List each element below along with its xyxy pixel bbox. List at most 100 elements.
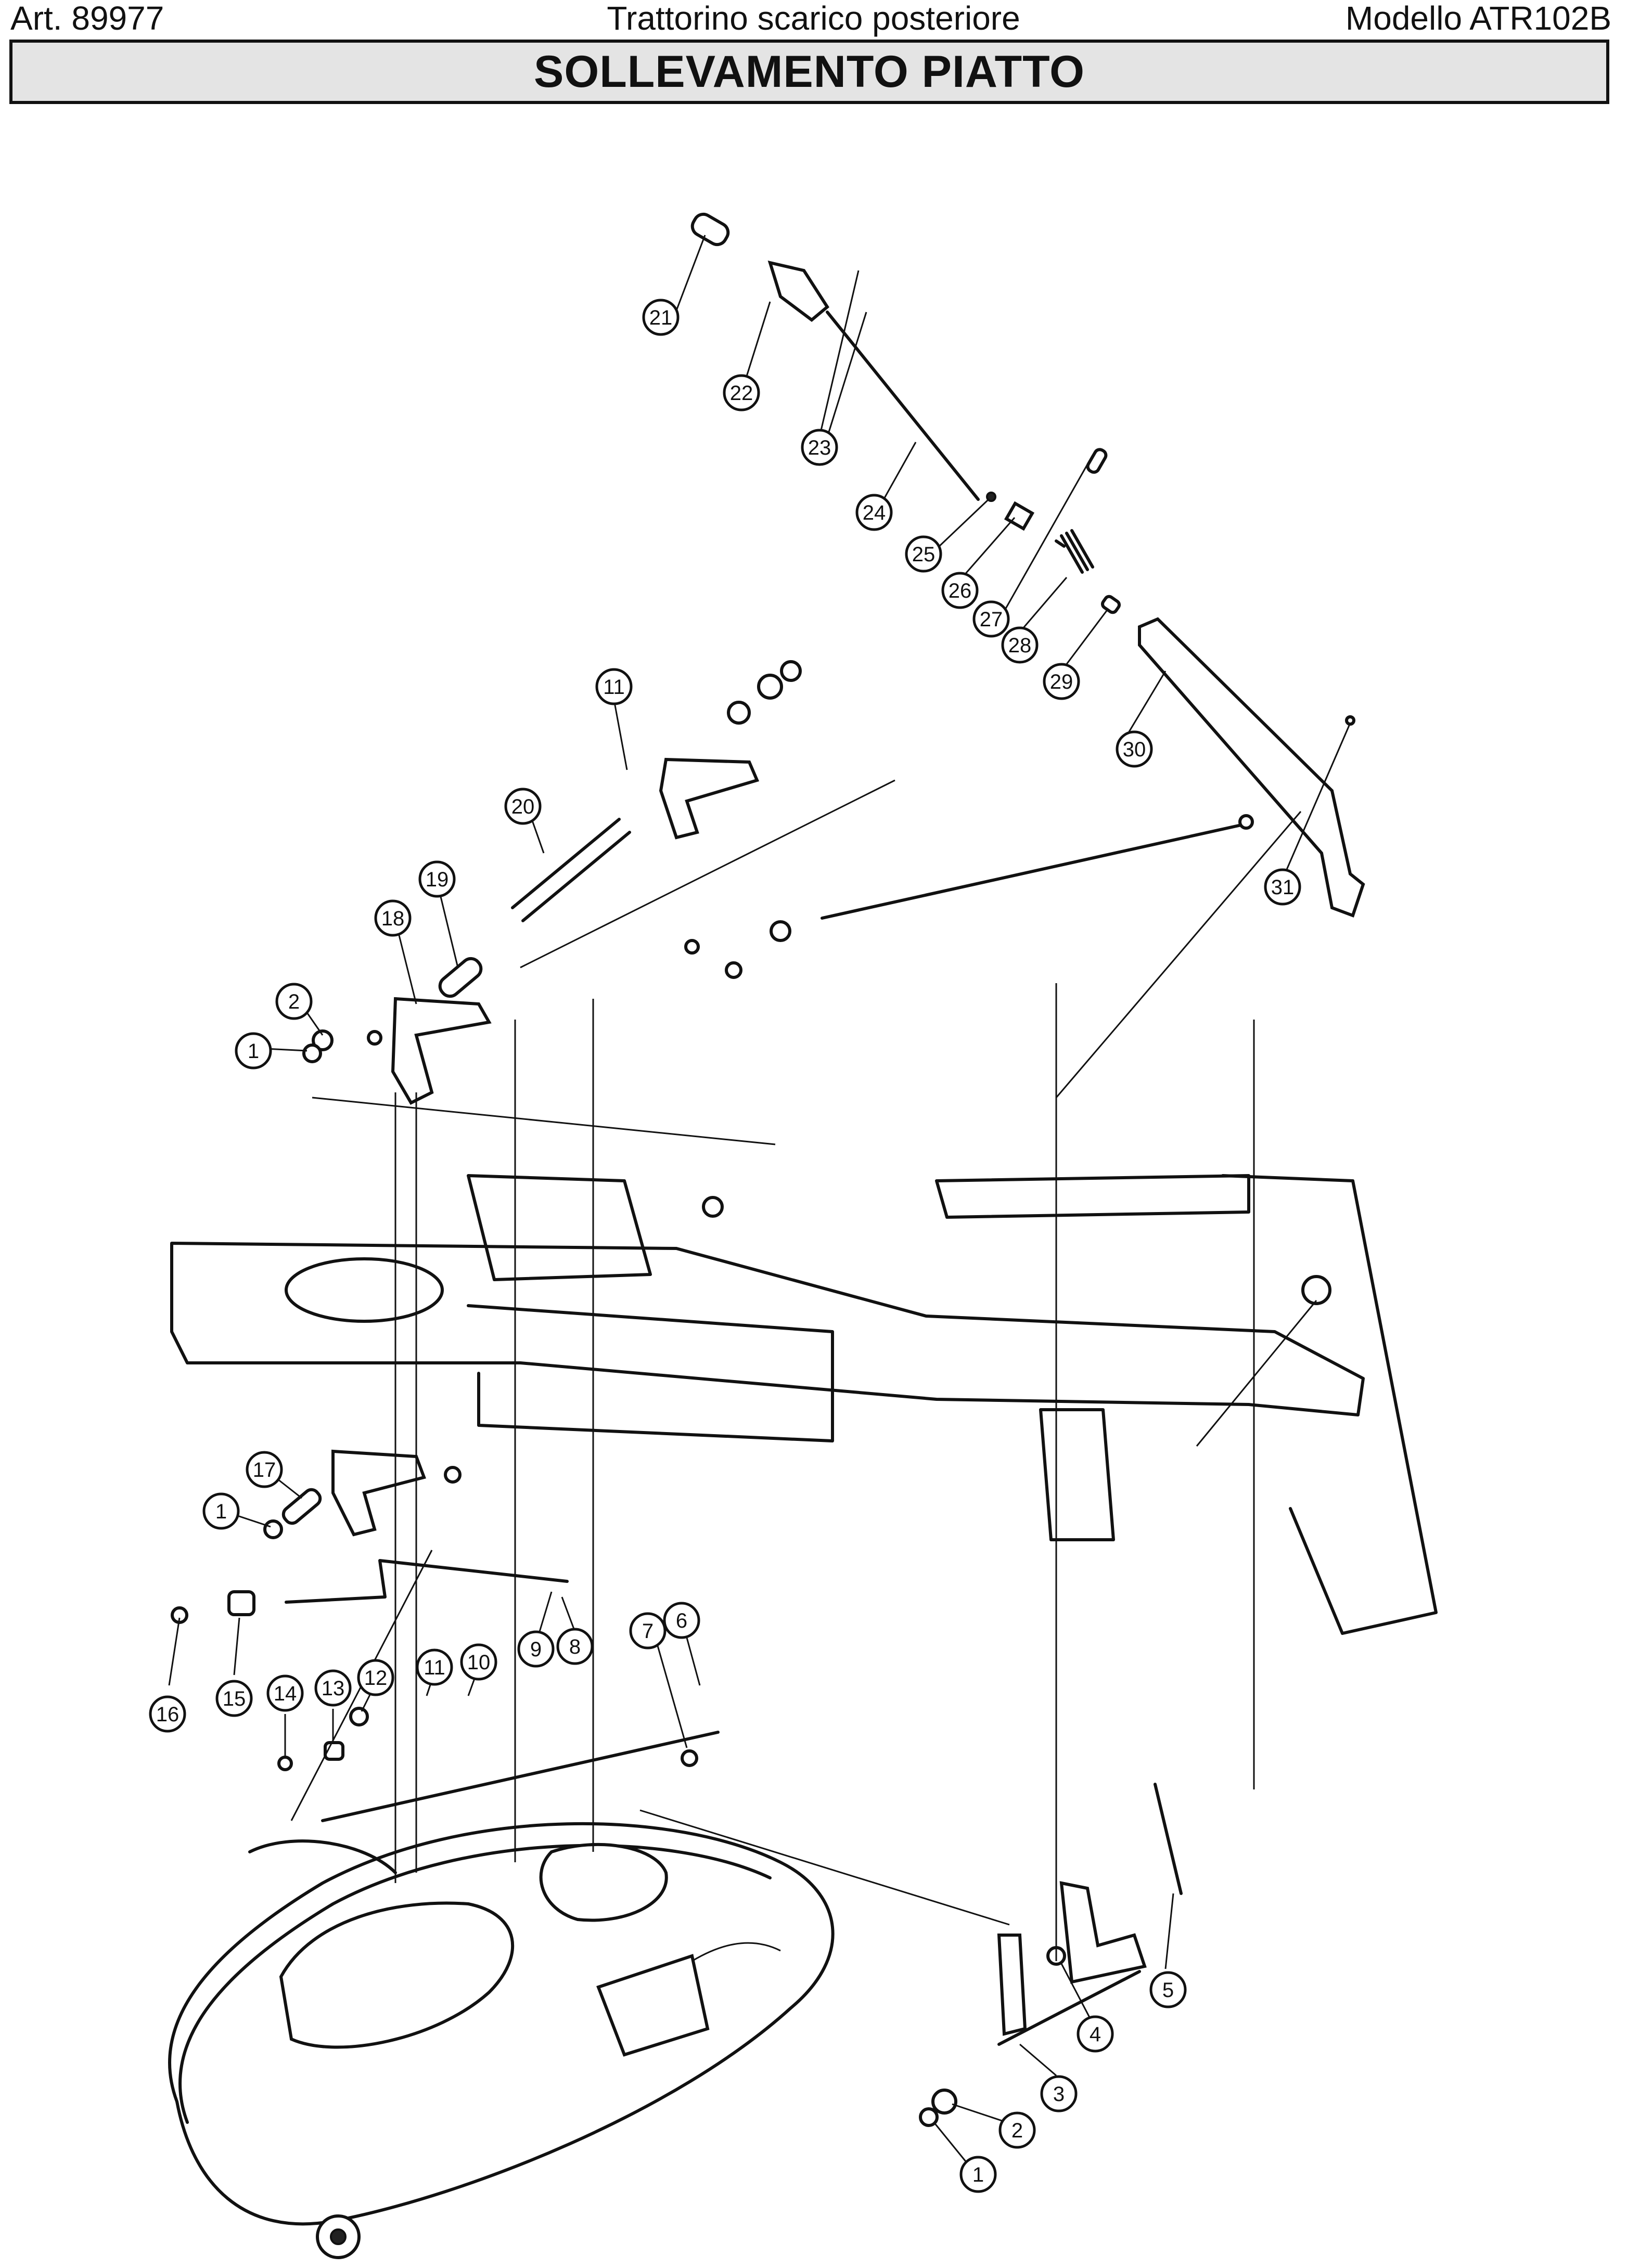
lift-shaft [285, 1559, 569, 1604]
svg-text:29: 29 [1050, 671, 1073, 693]
rod-10 [321, 1731, 720, 1822]
callout-3: 3 [1040, 2075, 1078, 2112]
pin-17 [281, 1488, 322, 1525]
deck-pulley-cover [539, 1842, 668, 1922]
rod-coupler [770, 920, 791, 942]
bushing-19 [438, 957, 483, 998]
callout-16: 16 [149, 1695, 186, 1733]
svg-text:8: 8 [569, 1635, 581, 1658]
svg-text:17: 17 [253, 1459, 276, 1481]
callout-11: 11 [416, 1648, 453, 1686]
callout-8: 8 [556, 1628, 594, 1665]
lift-rod [821, 823, 1245, 920]
lever-assembly [690, 212, 1365, 918]
frame-opening [285, 1257, 444, 1323]
nut-14 [277, 1756, 293, 1771]
svg-text:2: 2 [288, 990, 300, 1013]
bolt-5 [1154, 1783, 1183, 1895]
washer-top [727, 701, 751, 725]
nut-12 [349, 1707, 369, 1726]
svg-text:28: 28 [1008, 634, 1032, 657]
callout-2: 2 [998, 2111, 1036, 2149]
lever-rod [826, 311, 980, 501]
rod-nut [684, 939, 700, 955]
callout-31: 31 [1264, 868, 1301, 906]
callout-1: 1 [959, 2156, 997, 2193]
shaft-20-edge [521, 831, 631, 922]
callout-2: 2 [275, 983, 313, 1020]
svg-text:24: 24 [863, 501, 886, 524]
clip-1 [302, 1043, 322, 1063]
deck-shell [168, 1822, 835, 2226]
lift-lever-arm [1138, 617, 1365, 918]
frame-deck-plate [467, 1304, 834, 1442]
callout-27: 27 [972, 600, 1010, 638]
callout-26: 26 [941, 572, 979, 609]
callout-7: 7 [629, 1612, 667, 1650]
frame-rear-rail [1221, 1174, 1438, 1635]
clip-1-rear [919, 2107, 939, 2127]
lever-bushing [1100, 595, 1121, 614]
svg-text:4: 4 [1090, 2023, 1101, 2046]
frame-bracket [467, 1174, 652, 1281]
frame-bushing [1301, 1275, 1331, 1305]
callout-30: 30 [1116, 730, 1153, 768]
callout-12: 12 [357, 1659, 394, 1696]
svg-text:25: 25 [912, 543, 936, 566]
svg-text:23: 23 [808, 436, 831, 459]
svg-text:10: 10 [467, 1651, 491, 1674]
svg-text:9: 9 [530, 1638, 542, 1661]
ref-line [520, 779, 895, 969]
lever-handle [767, 260, 829, 322]
callout-10: 10 [460, 1643, 497, 1681]
bracket-18 [391, 997, 492, 1105]
lever-rivet [1345, 715, 1355, 726]
tractor-frame [170, 1174, 1438, 1635]
callout-15: 15 [215, 1680, 253, 1717]
svg-text:15: 15 [223, 1687, 246, 1710]
nut-top [757, 674, 783, 700]
callout-20: 20 [504, 788, 542, 825]
ref-line [1055, 811, 1302, 1098]
svg-text:20: 20 [511, 795, 535, 818]
svg-text:5: 5 [1162, 1979, 1174, 2002]
callout-29: 29 [1043, 663, 1080, 700]
callout-24: 24 [855, 494, 893, 531]
bracket-lower [331, 1449, 426, 1537]
rod-washer [725, 961, 742, 979]
lower-linkage [171, 1449, 720, 1822]
deck-wheel-hub [330, 2228, 347, 2245]
callout-23: 23 [801, 429, 838, 466]
mower-deck [168, 1822, 835, 2259]
bushing-2 [931, 2089, 957, 2115]
svg-text:7: 7 [642, 1620, 654, 1643]
shaft-20 [511, 818, 621, 909]
rod-end [1238, 814, 1254, 830]
svg-text:1: 1 [215, 1500, 227, 1523]
clip-1-lower [263, 1519, 283, 1539]
callout-18: 18 [374, 899, 412, 937]
ref-line [312, 1097, 776, 1145]
svg-text:18: 18 [381, 907, 405, 930]
lever-washer [986, 492, 996, 502]
washer-lower [444, 1466, 462, 1484]
callout-9: 9 [517, 1630, 555, 1668]
callout-22: 22 [723, 374, 760, 411]
svg-text:6: 6 [676, 1609, 687, 1632]
frame-main-rail [170, 1242, 1365, 1416]
callout-5: 5 [1149, 1971, 1187, 2008]
document-subtitle: Trattorino scarico posteriore [607, 0, 1020, 37]
page-title: SOLLEVAMENTO PIATTO [533, 46, 1085, 97]
model-number: Modello ATR102B [1345, 0, 1611, 37]
deck-rim [178, 1844, 772, 2124]
callout-13: 13 [314, 1669, 352, 1707]
frame-crossmember [935, 1174, 1250, 1219]
svg-text:2: 2 [1011, 2119, 1023, 2142]
svg-text:16: 16 [156, 1703, 180, 1726]
rear-lift-arm [919, 1783, 1183, 2127]
callout-14: 14 [266, 1674, 304, 1712]
callout-1: 1 [202, 1492, 240, 1530]
lift-arm-bar [997, 1934, 1027, 2036]
lever-grip-cap [690, 212, 730, 247]
deck-chute [596, 1954, 710, 2057]
